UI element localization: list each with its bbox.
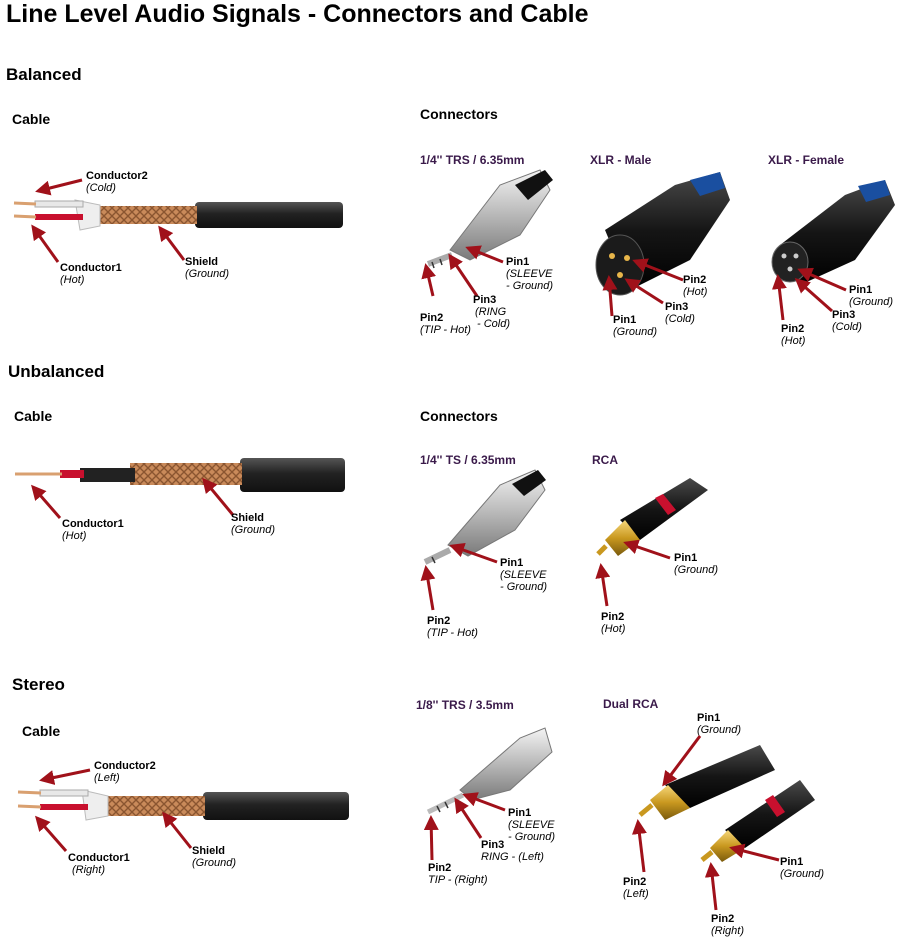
unbalanced-conductor1-label: Conductor1 (Hot)	[62, 518, 124, 542]
trs-eighth-inch-image	[426, 727, 553, 815]
stereo-cable-heading: Cable	[22, 723, 61, 739]
xlr-male-image	[595, 172, 730, 296]
ts-quarter-title: 1/4'' TS / 6.35mm	[420, 453, 516, 467]
stereo-shield-label: Shield (Ground)	[192, 845, 237, 869]
balanced-connectors-heading: Connectors	[420, 106, 498, 122]
xlr-female-image	[771, 180, 895, 285]
trs-eighth-title: 1/8'' TRS / 3.5mm	[416, 698, 514, 712]
dual-rca-image	[638, 745, 815, 862]
xlr-female-pin3-label: Pin3 (Cold)	[832, 309, 862, 333]
unbalanced-heading: Unbalanced	[8, 362, 105, 381]
balanced-conductor1-label: Conductor1 (Hot)	[60, 262, 122, 286]
stereo-conductor1-label: Conductor1 (Right)	[68, 852, 130, 876]
ts-quarter-pin1-label: Pin1 (SLEEVE - Ground)	[500, 557, 548, 593]
dual-rca-title: Dual RCA	[603, 697, 659, 711]
ts-quarter-inch-image	[423, 469, 546, 565]
rca-title: RCA	[592, 453, 618, 467]
stereo-conductor2-label: Conductor2 (Left)	[94, 760, 156, 784]
dual-rca-pin1-right-label: Pin1 (Ground)	[780, 856, 825, 880]
balanced-cable-heading: Cable	[12, 111, 51, 127]
xlr-female-pin2-label: Pin2 (Hot)	[781, 323, 806, 347]
page-title: Line Level Audio Signals - Connectors an…	[6, 0, 589, 28]
trs-eighth-pin3-label: Pin3 RING - (Left)	[481, 839, 544, 863]
balanced-cable-image	[13, 199, 343, 231]
trs-quarter-title: 1/4'' TRS / 6.35mm	[420, 153, 525, 167]
stereo-heading: Stereo	[12, 675, 65, 694]
dual-rca-pin1-top-label: Pin1 (Ground)	[697, 712, 742, 736]
xlr-male-pin2-label: Pin2 (Hot)	[683, 274, 708, 298]
unbalanced-cable-image	[15, 458, 345, 492]
rca-image	[596, 478, 708, 556]
xlr-female-pin1-label: Pin1 (Ground)	[849, 284, 894, 308]
xlr-male-pin3-label: Pin3 (Cold)	[665, 301, 695, 325]
trs-eighth-pin2-label: Pin2 TIP - (Right)	[428, 862, 488, 886]
xlr-male-title: XLR - Male	[590, 153, 652, 167]
balanced-conductor2-label: Conductor2 (Cold)	[86, 170, 148, 194]
trs-quarter-inch-image	[426, 169, 553, 269]
balanced-shield-label: Shield (Ground)	[185, 256, 230, 280]
pointer-arrows	[31, 178, 847, 911]
balanced-heading: Balanced	[6, 65, 82, 84]
unbalanced-connectors-heading: Connectors	[420, 408, 498, 424]
stereo-cable-image	[17, 789, 349, 821]
trs-quarter-pin2-label: Pin2 (TIP - Hot)	[420, 312, 471, 336]
xlr-male-pin1-label: Pin1 (Ground)	[613, 314, 658, 338]
unbalanced-cable-heading: Cable	[14, 408, 53, 424]
dual-rca-pin2-right-label: Pin2 (Right)	[711, 913, 745, 937]
trs-quarter-pin3-label: Pin3 (RING - Cold)	[473, 294, 511, 330]
rca-pin1-label: Pin1 (Ground)	[674, 552, 719, 576]
dual-rca-pin2-left-label: Pin2 (Left)	[623, 876, 649, 900]
rca-pin2-label: Pin2 (Hot)	[601, 611, 626, 635]
ts-quarter-pin2-label: Pin2 (TIP - Hot)	[427, 615, 478, 639]
unbalanced-shield-label: Shield (Ground)	[231, 512, 276, 536]
xlr-female-title: XLR - Female	[768, 153, 845, 167]
trs-quarter-pin1-label: Pin1 (SLEEVE - Ground)	[506, 256, 554, 292]
trs-eighth-pin1-label: Pin1 (SLEEVE - Ground)	[508, 807, 556, 843]
